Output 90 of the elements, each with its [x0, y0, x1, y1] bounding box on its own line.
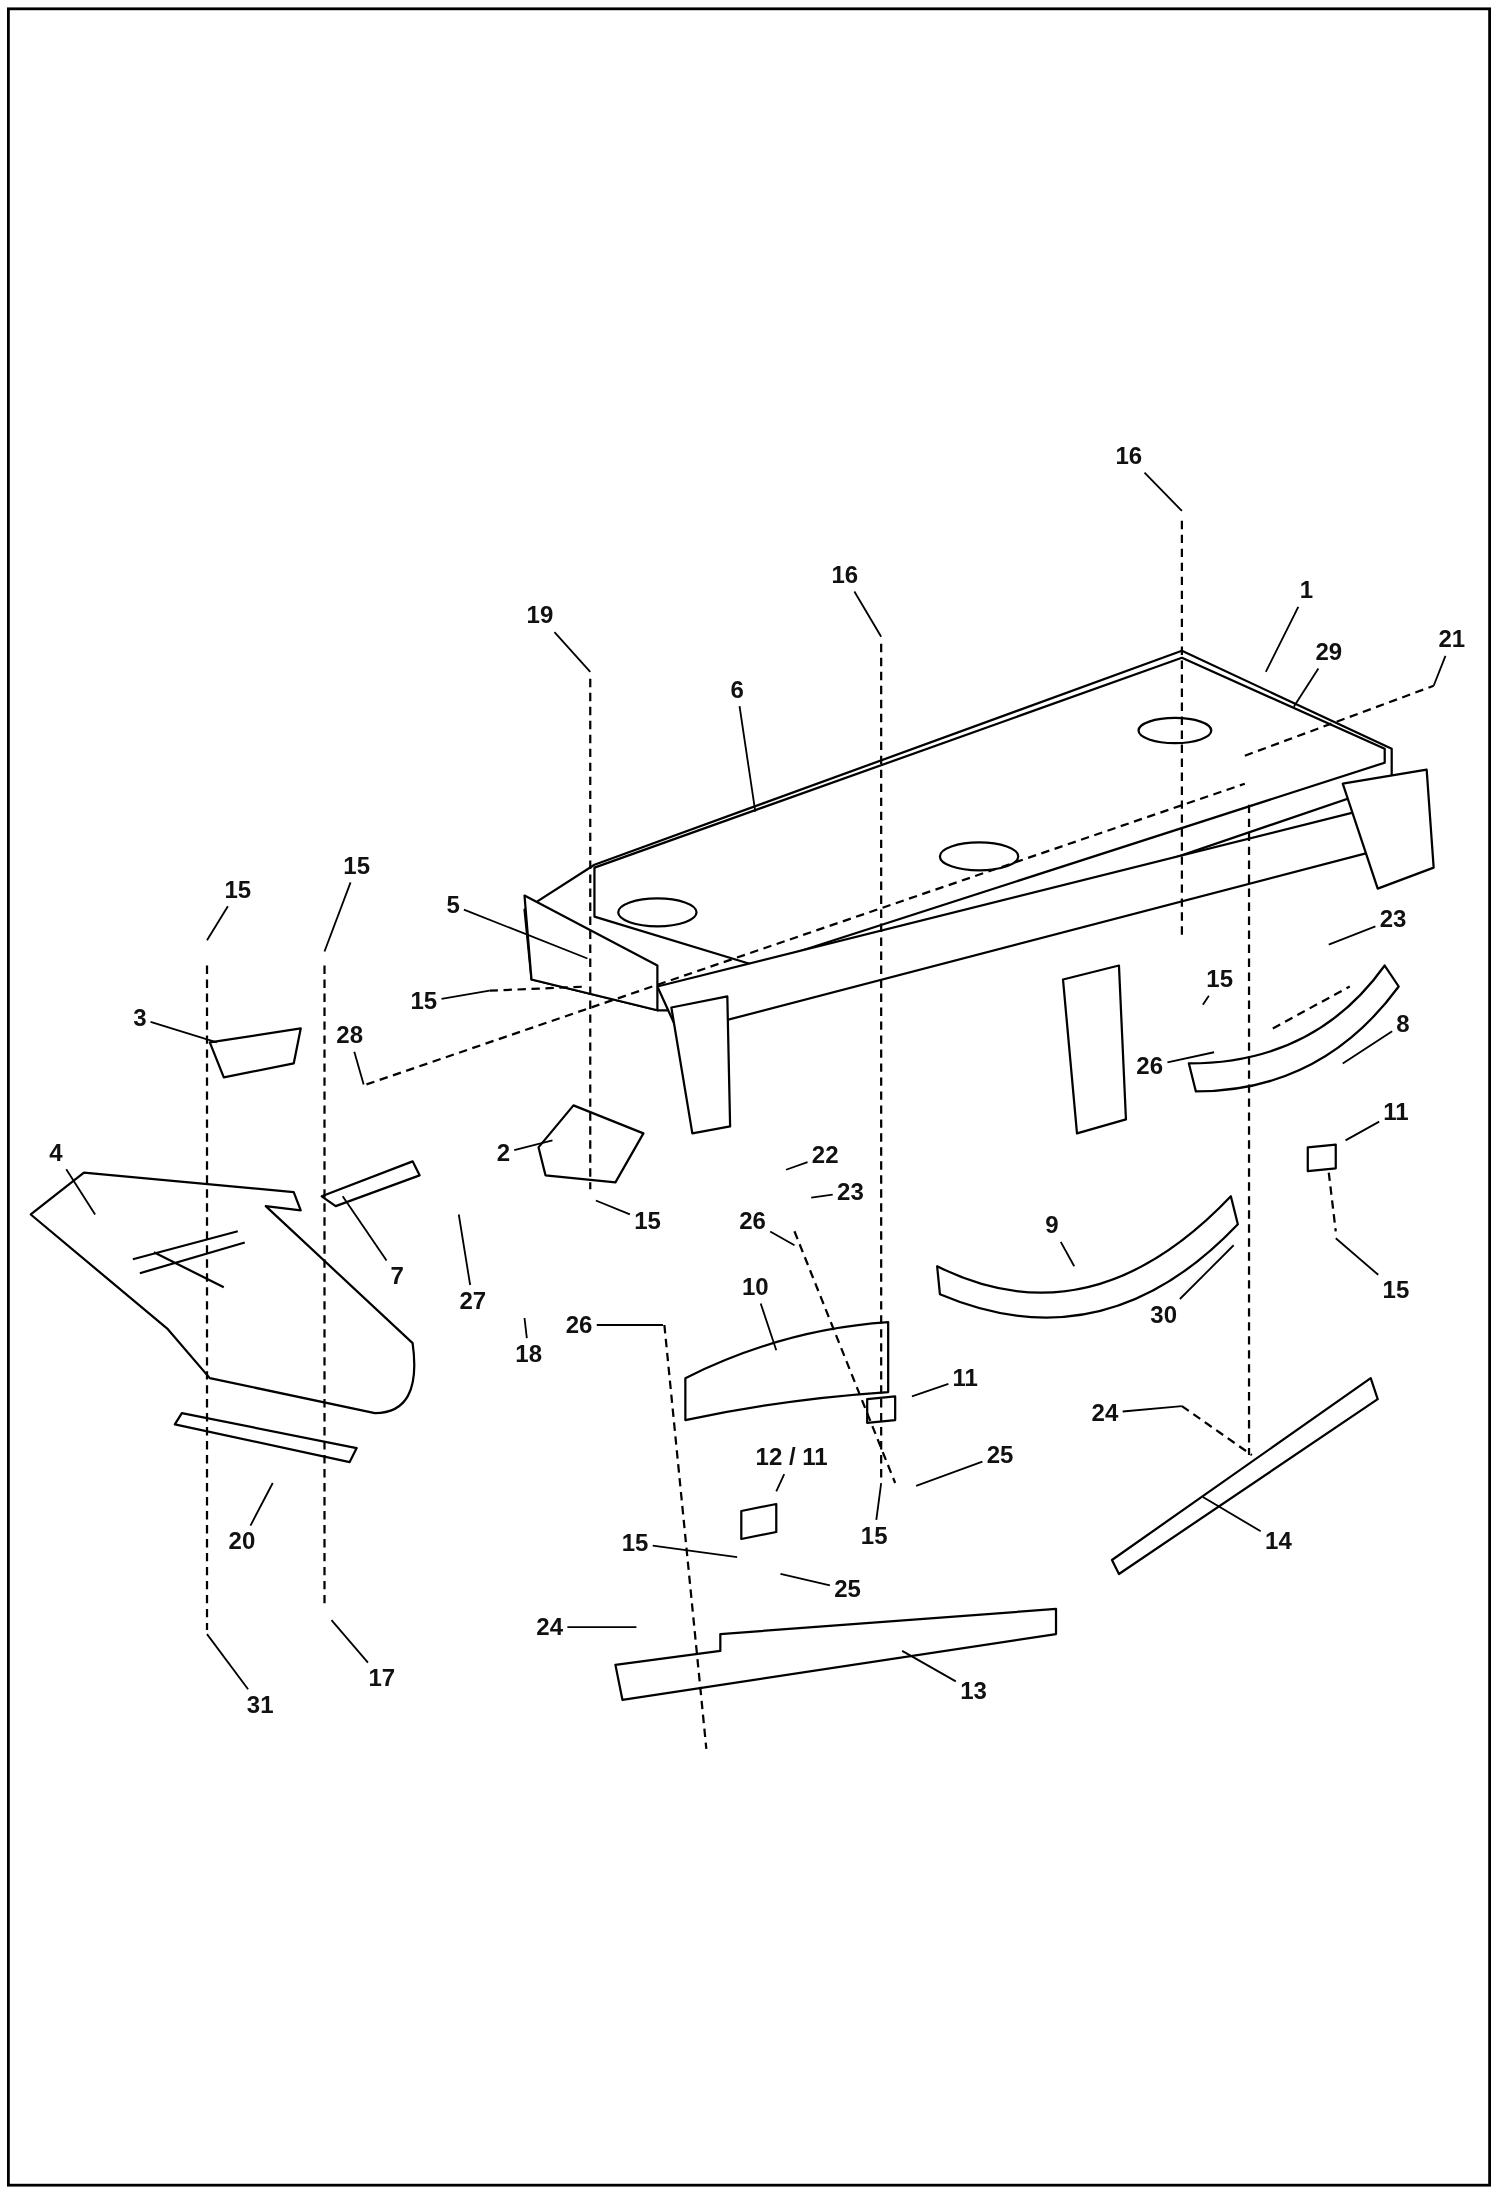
callout-number: 5 [446, 892, 460, 917]
callout-number: 6 [730, 677, 744, 702]
callout-number: 21 [1438, 627, 1466, 652]
callout-number: 15 [1206, 967, 1233, 992]
leader-line [523, 1317, 528, 1340]
callout-number: 26 [565, 1312, 593, 1337]
leader-line [1201, 994, 1210, 1006]
leader-line [810, 1193, 834, 1199]
leader-line [901, 1649, 957, 1683]
callout-number: 15 [410, 989, 438, 1014]
callout-number: 15 [860, 1523, 888, 1548]
leader-line [462, 908, 589, 960]
callout-number: 26 [739, 1209, 766, 1234]
callout-number: 2 [496, 1140, 511, 1165]
callout-number: 18 [515, 1341, 543, 1366]
leader-line [1179, 1244, 1235, 1300]
leader-line [1201, 1496, 1262, 1533]
callout-number: 8 [1396, 1011, 1410, 1036]
callout-number: 15 [224, 877, 252, 902]
leader-line [553, 631, 592, 673]
leader-line [1166, 1051, 1215, 1064]
leader-line [1432, 654, 1447, 687]
callout-number: 15 [634, 1209, 661, 1234]
callout-number: 29 [1315, 639, 1343, 664]
leader-line [566, 1626, 638, 1628]
callout-number: 28 [336, 1023, 363, 1048]
callout-number: 16 [831, 562, 859, 587]
leader-line [206, 905, 229, 942]
leader-line [1327, 925, 1377, 946]
callout-number: 31 [246, 1693, 274, 1717]
callout-number: 4 [49, 1140, 63, 1165]
callout-number: 24 [1091, 1400, 1119, 1425]
leader-line [341, 1195, 388, 1262]
callout-number: 9 [1045, 1213, 1059, 1238]
leader-line [785, 1161, 809, 1171]
callout-number: 14 [1265, 1529, 1292, 1554]
callout-number: 11 [952, 1365, 978, 1390]
leader-line [911, 1382, 950, 1398]
callout-number: 15 [1382, 1277, 1410, 1302]
callout-number: 24 [536, 1614, 563, 1639]
leader-line [1344, 1120, 1381, 1142]
leader-line [353, 1050, 365, 1086]
leader-line [1059, 1240, 1076, 1268]
leader-line [595, 1324, 664, 1326]
leader-line [513, 1139, 554, 1152]
callout-number: 11 [1383, 1099, 1409, 1124]
callout-number: 7 [390, 1263, 404, 1288]
callout-number: 15 [343, 853, 370, 878]
leader-line [738, 705, 757, 813]
callout-number: 12 / 11 [755, 1445, 828, 1470]
callout-number: 1 [1299, 578, 1314, 603]
leader-line [915, 1460, 984, 1487]
callout-number: 3 [133, 1006, 147, 1031]
leader-line [1264, 605, 1300, 673]
callout-number: 26 [1136, 1053, 1164, 1078]
leader-line [775, 1473, 786, 1493]
leader-line [853, 590, 883, 638]
leader-line [769, 1230, 796, 1247]
leader-line [457, 1213, 472, 1286]
callout-number: 15 [621, 1530, 649, 1555]
callout-number: 30 [1150, 1302, 1178, 1327]
leader-line [1121, 1405, 1183, 1413]
callout-number: 13 [960, 1679, 987, 1703]
leader-line [1292, 667, 1320, 708]
callout-number: 17 [368, 1666, 396, 1691]
leader-line [249, 1482, 274, 1527]
leader-line [323, 881, 352, 953]
callout-number: 19 [526, 603, 554, 628]
callout-number: 23 [837, 1179, 864, 1204]
leader-line [875, 1482, 883, 1521]
leader-line [65, 1168, 96, 1216]
leader-line [440, 989, 491, 1000]
callout-number: 22 [811, 1143, 839, 1168]
leader-line [594, 1199, 631, 1216]
leader-line [149, 1021, 218, 1044]
callout-number: 27 [459, 1288, 487, 1313]
leader-line [330, 1619, 369, 1664]
leader-line [1334, 1237, 1380, 1276]
leader-line [759, 1302, 778, 1352]
callout-number: 16 [1115, 443, 1143, 468]
callout-number: 25 [834, 1576, 861, 1601]
leader-line [651, 1544, 738, 1559]
leader-line [779, 1573, 831, 1587]
callout-number: 10 [741, 1274, 769, 1299]
callout-number: 20 [228, 1529, 256, 1554]
callout-number: 23 [1379, 906, 1407, 931]
leader-line [1341, 1030, 1394, 1065]
callout-number: 25 [986, 1442, 1014, 1467]
leader-line [1143, 471, 1183, 512]
leader-line [206, 1633, 249, 1691]
